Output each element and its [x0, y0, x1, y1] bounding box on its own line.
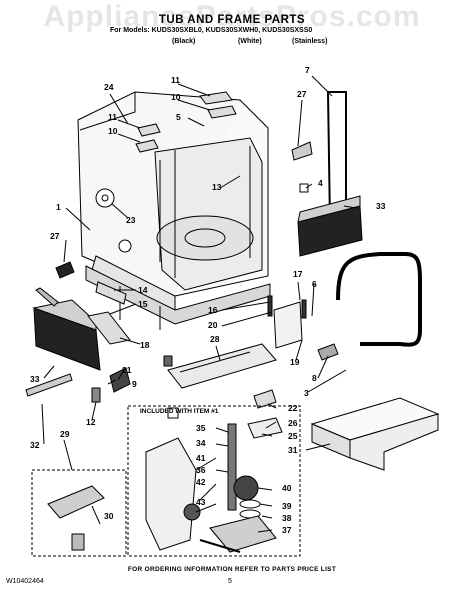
- callout-4: 4: [318, 178, 323, 188]
- color-stainless-label: (Stainless): [292, 38, 328, 45]
- callout-9: 9: [132, 379, 137, 389]
- callout-35: 35: [196, 423, 206, 433]
- callout-7: 7: [305, 65, 310, 75]
- callout-29: 29: [60, 429, 70, 439]
- callout-32: 32: [30, 440, 40, 450]
- callout-1: 1: [56, 202, 61, 212]
- callout-16: 16: [208, 305, 218, 315]
- color-white-label: (White): [238, 38, 262, 45]
- callout-24: 24: [104, 82, 114, 92]
- callout-18: 18: [140, 340, 150, 350]
- callout-36: 36: [196, 465, 206, 475]
- callout-28: 28: [210, 334, 220, 344]
- callout-13: 13: [212, 182, 222, 192]
- callout-41: 41: [196, 453, 206, 463]
- callout-37: 37: [282, 525, 292, 535]
- ordering-note: FOR ORDERING INFORMATION REFER TO PARTS …: [127, 566, 337, 573]
- models-line: For Models: KUDS30SXBL0, KUDS30SXWH0, KU…: [110, 27, 313, 34]
- callout-15: 15: [138, 299, 148, 309]
- callout-3: 3: [304, 388, 309, 398]
- kit-box-label: INCLUDED WITH ITEM #1: [140, 408, 219, 415]
- callout-11-lower: 11: [108, 112, 117, 122]
- callout-12: 12: [86, 417, 96, 427]
- callout-14: 14: [138, 285, 148, 295]
- callout-34: 34: [196, 438, 206, 448]
- exploded-parts-diagram: [25, 75, 440, 557]
- callout-23: 23: [126, 215, 136, 225]
- callout-27-left: 27: [50, 231, 60, 241]
- callout-20: 20: [208, 320, 218, 330]
- callout-33-left: 33: [30, 374, 40, 384]
- callout-26: 26: [288, 418, 298, 428]
- callout-10-lower: 10: [108, 126, 118, 136]
- callout-17: 17: [293, 269, 303, 279]
- callout-25: 25: [288, 431, 298, 441]
- callout-42: 42: [196, 477, 206, 487]
- callout-43: 43: [196, 497, 206, 507]
- callout-27: 27: [297, 89, 307, 99]
- callout-30: 30: [104, 511, 114, 521]
- color-black-label: (Black): [172, 38, 196, 45]
- page-number: 5: [228, 578, 232, 585]
- document-number: W10402464: [6, 578, 44, 585]
- callout-33-right: 33: [376, 201, 386, 211]
- callout-11: 11: [171, 75, 180, 85]
- callout-10: 10: [171, 92, 181, 102]
- callout-39: 39: [282, 501, 292, 511]
- callout-31: 31: [288, 445, 298, 455]
- callout-22: 22: [288, 403, 298, 413]
- callout-8: 8: [312, 373, 317, 383]
- callout-21: 21: [122, 365, 132, 375]
- page-title: TUB AND FRAME PARTS: [158, 14, 306, 26]
- callout-38: 38: [282, 513, 292, 523]
- watermark: AppliancePartsPros.com: [43, 0, 421, 33]
- callout-6: 6: [312, 279, 317, 289]
- callout-40: 40: [282, 483, 292, 493]
- callout-5: 5: [176, 112, 181, 122]
- callout-19: 19: [290, 357, 300, 367]
